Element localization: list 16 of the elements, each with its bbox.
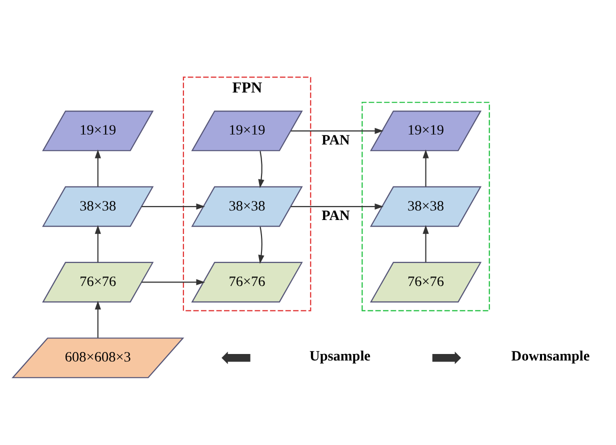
arrow [422, 148, 429, 186]
arrow [422, 224, 429, 262]
edge-label: PAN [322, 132, 350, 148]
arrow [142, 202, 206, 210]
edge-label: PAN [322, 208, 350, 224]
arrow [94, 224, 101, 262]
arrow [94, 148, 101, 186]
legend-label: Downsample [511, 348, 590, 364]
arrow [290, 127, 384, 134]
arrow [142, 278, 206, 285]
legend-label: Upsample [310, 348, 371, 364]
arrow [258, 150, 264, 188]
cluster [362, 101, 490, 311]
arrow [94, 300, 101, 338]
arrow [290, 202, 384, 210]
arrow [258, 226, 264, 264]
